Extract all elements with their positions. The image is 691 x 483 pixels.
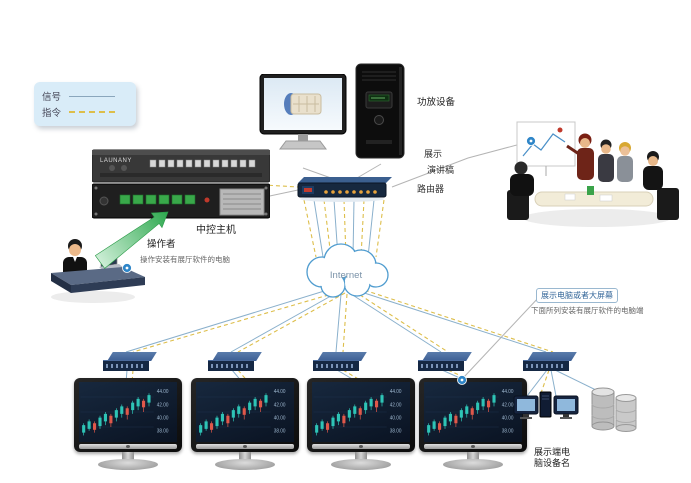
monitor-base — [331, 459, 391, 470]
internet-cloud: Internet — [306, 243, 389, 298]
display-box-label: 展示电脑或者大屏幕 — [536, 288, 618, 303]
legend: 信号 指令 — [34, 82, 136, 126]
legend-command-label: 指令 — [42, 108, 62, 119]
rack-brand-label: LAUNANY — [100, 158, 132, 164]
display-monitor-3: 44.00 42.00 40.00 38.00 — [307, 378, 419, 472]
presentation-computer-icon — [259, 74, 347, 150]
monitor-stand — [467, 452, 479, 460]
display-monitor-4: 44.00 42.00 40.00 38.00 — [419, 378, 531, 472]
central-host-label: 中控主机 — [196, 225, 236, 236]
monitor-stand — [122, 452, 134, 460]
svg-text:44.00: 44.00 — [502, 389, 514, 396]
speech-draft-label: 演讲稿 — [427, 165, 455, 175]
presentation-computer — [258, 74, 350, 170]
monitor-base — [215, 459, 275, 470]
svg-text:42.00: 42.00 — [390, 402, 402, 409]
switch-ports — [418, 360, 464, 371]
monitor-logo — [471, 445, 475, 448]
switch-ports — [313, 360, 359, 371]
monitor-screen: 44.00 42.00 40.00 38.00 — [424, 382, 522, 442]
svg-text:40.00: 40.00 — [157, 415, 169, 422]
svg-text:38.00: 38.00 — [157, 428, 169, 435]
terminal-label-line1: 展示端电 — [534, 447, 571, 457]
candlestick-chart: 44.00 42.00 40.00 38.00 — [197, 389, 286, 436]
terminal-equipment — [508, 382, 643, 444]
operator-scene — [45, 233, 160, 305]
switch-4 — [418, 352, 472, 372]
operator-label: 操作者 — [147, 239, 176, 250]
terminal-label-line2: 脑设备名 — [534, 458, 571, 468]
meeting-room-icon — [507, 121, 679, 227]
svg-text:40.00: 40.00 — [274, 415, 286, 422]
amplifier-icon — [355, 63, 405, 159]
svg-text:44.00: 44.00 — [157, 389, 169, 396]
amplifier-tower — [352, 62, 410, 164]
display-note-label: 下面所列安装有展厅软件的电脑端 — [531, 306, 644, 315]
svg-text:40.00: 40.00 — [390, 415, 402, 422]
svg-text:42.00: 42.00 — [157, 402, 169, 409]
router-label: 路由器 — [417, 184, 445, 194]
svg-text:44.00: 44.00 — [274, 389, 286, 396]
svg-text:42.00: 42.00 — [502, 402, 514, 409]
svg-text:38.00: 38.00 — [274, 428, 286, 435]
terminal-label: 展示端电 脑设备名 — [534, 447, 570, 469]
router-icon — [297, 177, 392, 202]
amplifier-label: 功放设备 — [417, 97, 456, 108]
monitor-screen: 44.00 42.00 40.00 38.00 — [196, 382, 294, 442]
terminal-equipment-icon — [513, 387, 637, 432]
operator-icon — [51, 239, 145, 303]
legend-signal-label: 信号 — [42, 92, 62, 103]
monitor-base — [98, 459, 158, 470]
switch-1 — [103, 352, 157, 372]
svg-text:40.00: 40.00 — [502, 415, 514, 422]
monitor-stand — [239, 452, 251, 460]
router — [296, 175, 394, 203]
candlestick-chart: 44.00 42.00 40.00 38.00 — [313, 389, 402, 436]
monitor-logo — [126, 445, 130, 448]
switch-5 — [523, 352, 577, 372]
monitor-stand — [355, 452, 367, 460]
monitor-screen: 44.00 42.00 40.00 38.00 — [312, 382, 410, 442]
candlestick-chart: 44.00 42.00 40.00 38.00 — [80, 389, 169, 436]
central-control-rack: LAUNANY — [92, 148, 270, 220]
svg-text:42.00: 42.00 — [274, 402, 286, 409]
display-monitor-2: 44.00 42.00 40.00 38.00 — [191, 378, 303, 472]
switch-2 — [208, 352, 262, 372]
signal-line-swatch — [69, 95, 116, 97]
display-label: 展示 — [424, 149, 443, 159]
command-line-swatch — [69, 111, 116, 113]
monitor-logo — [243, 445, 247, 448]
meeting-room-scene — [505, 112, 685, 237]
internet-label: Internet — [330, 270, 363, 281]
display-monitor-1: 44.00 42.00 40.00 38.00 — [74, 378, 186, 472]
monitor-base — [443, 459, 503, 470]
operator-note-label: 操作安装有展厅软件的电脑 — [140, 255, 230, 264]
svg-text:38.00: 38.00 — [390, 428, 402, 435]
monitor-screen: 44.00 42.00 40.00 38.00 — [79, 382, 177, 442]
monitor-logo — [359, 445, 363, 448]
switch-3 — [313, 352, 367, 372]
switch-ports — [208, 360, 254, 371]
svg-text:44.00: 44.00 — [390, 389, 402, 396]
svg-text:38.00: 38.00 — [502, 428, 514, 435]
central-control-rack-icon: LAUNANY — [92, 149, 270, 219]
candlestick-chart: 44.00 42.00 40.00 38.00 — [425, 389, 514, 436]
switch-ports — [523, 360, 569, 371]
switch-ports — [103, 360, 149, 371]
